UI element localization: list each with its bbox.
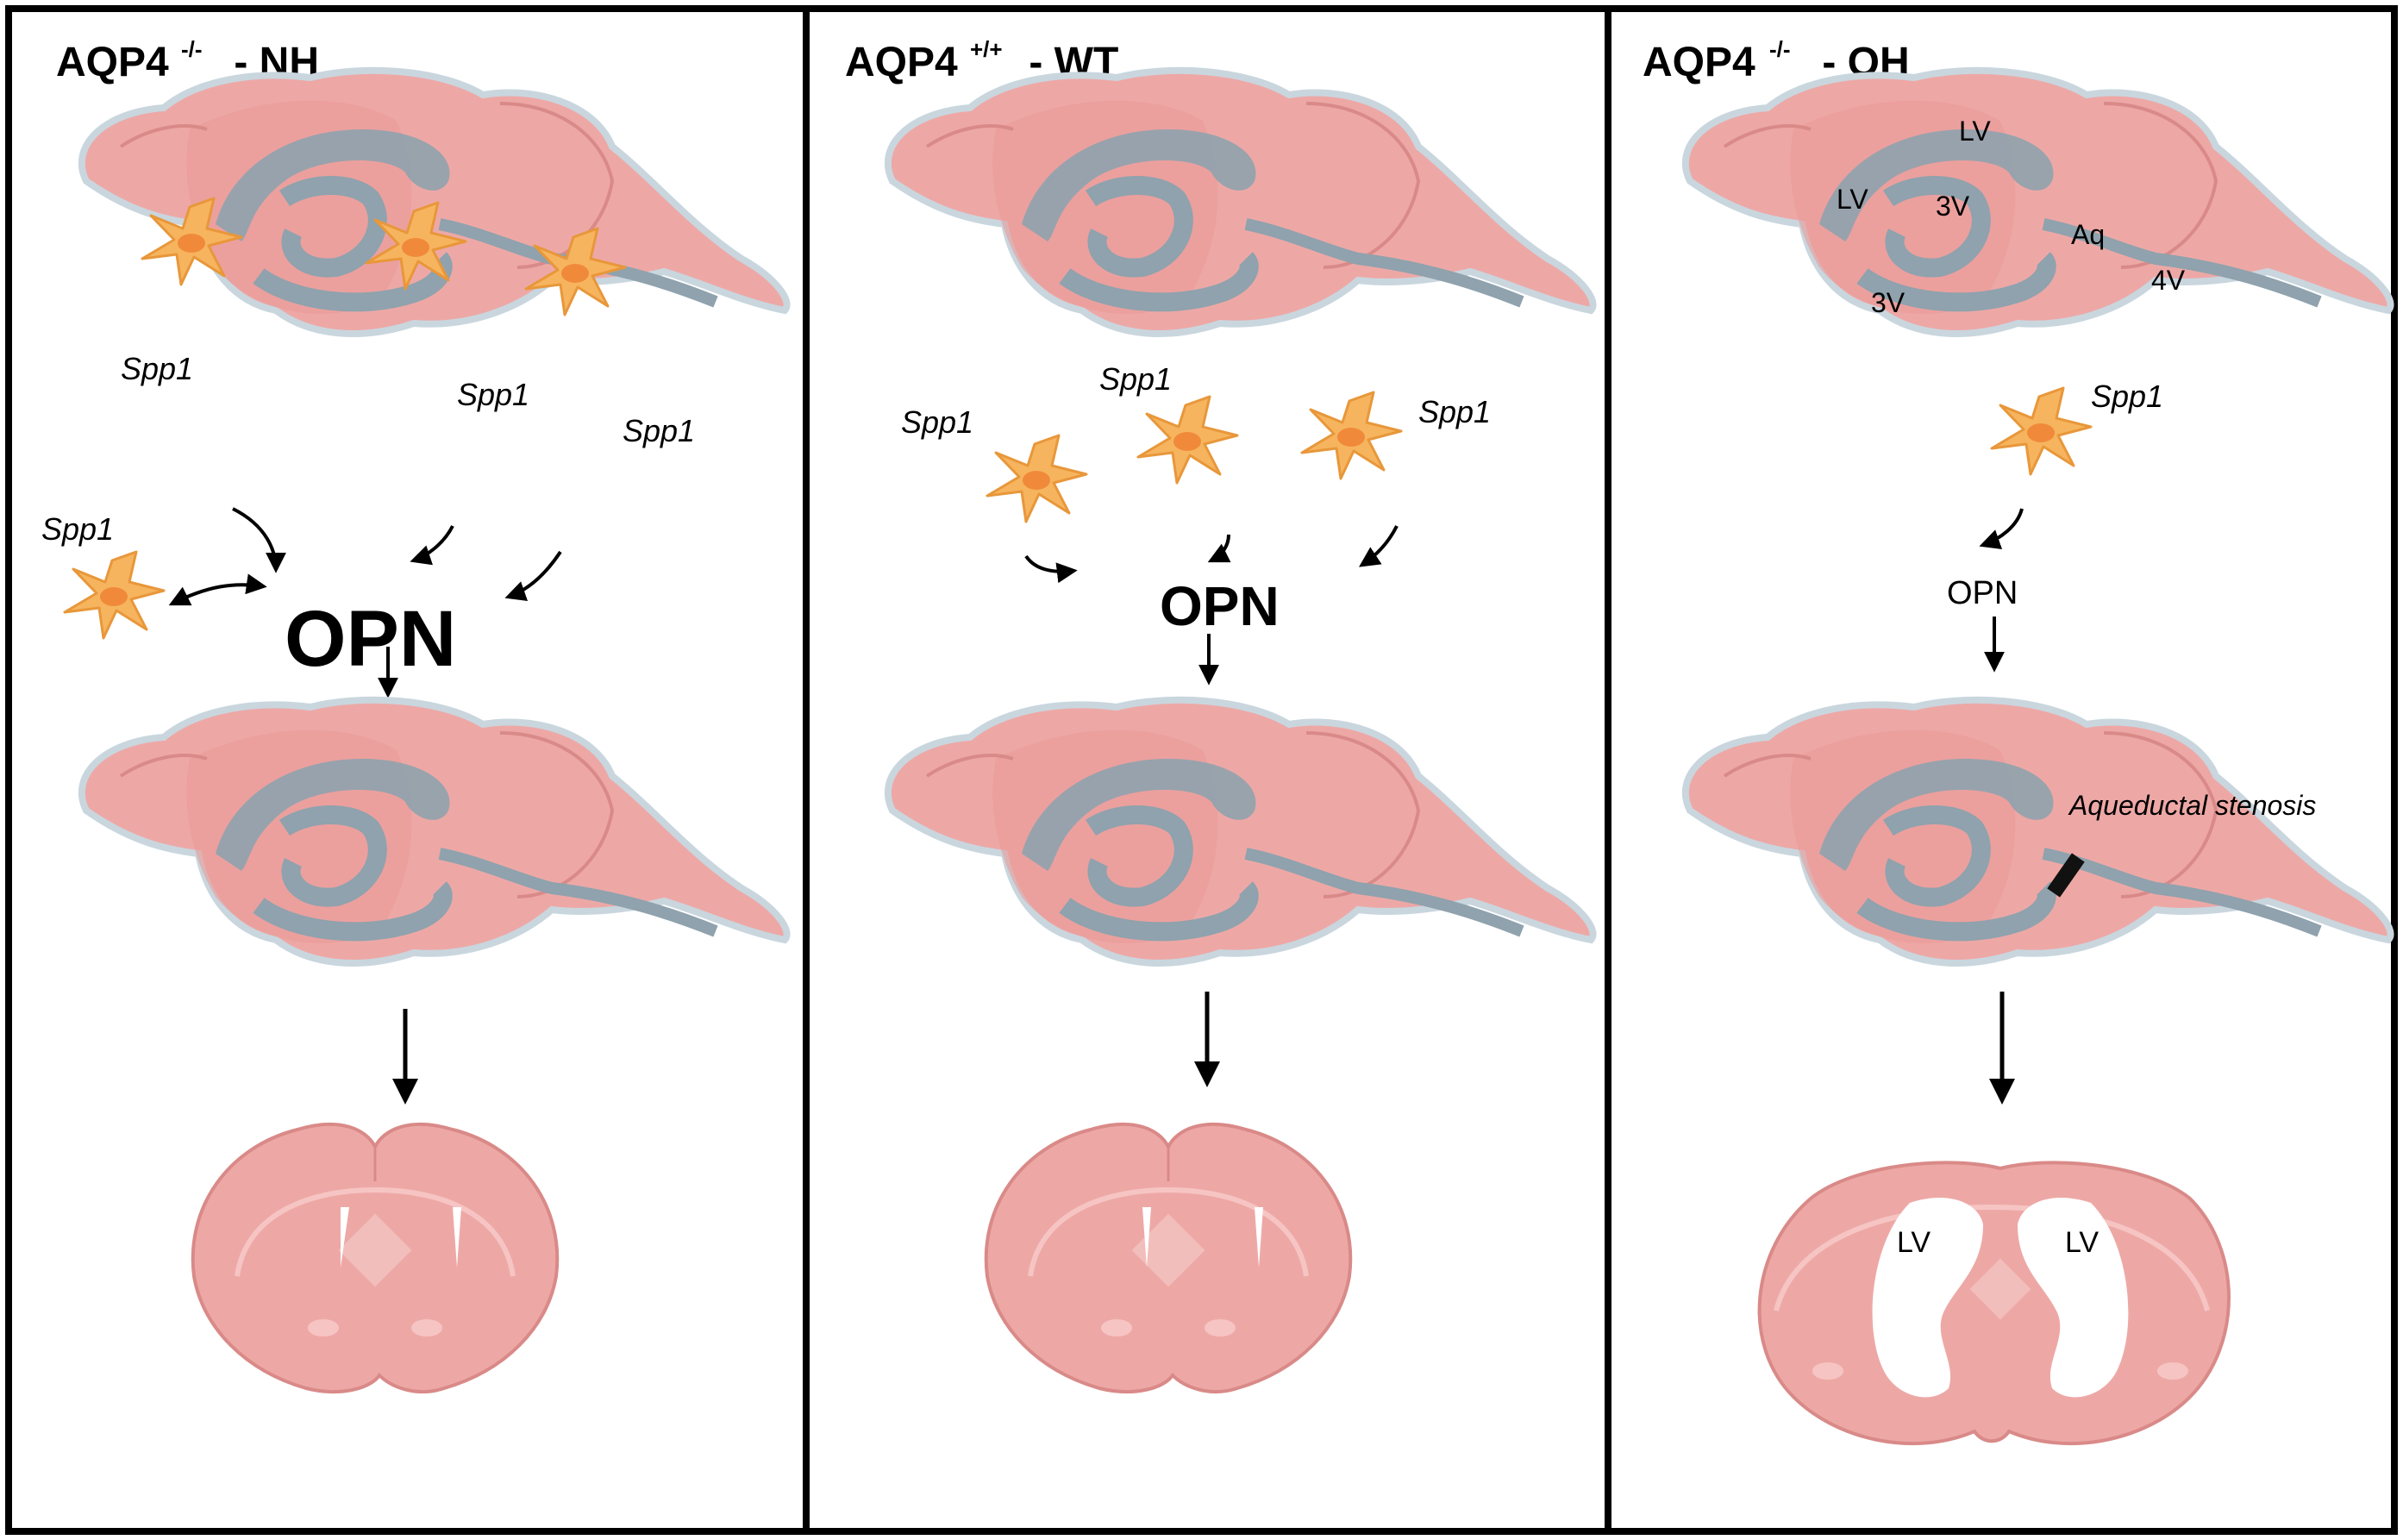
ventricle-label-lv: LV — [1959, 116, 1991, 147]
astrocyte-cell — [1136, 395, 1239, 485]
gene-label: Spp1 — [457, 377, 529, 412]
arrow — [232, 507, 286, 573]
panel-title-main: AQP4 — [56, 40, 169, 85]
stenosis-label: Aqueductal stenosis — [2068, 790, 2316, 821]
protein-label: OPN — [285, 595, 456, 683]
arrow — [1207, 534, 1231, 563]
protein-label: OPN — [1160, 575, 1280, 637]
arrow — [1359, 525, 1399, 567]
coronal-label-lv: LV — [2065, 1226, 2099, 1259]
astrocyte-cell — [63, 550, 166, 640]
sagittal-brain-top — [888, 71, 1593, 334]
arrow — [1024, 554, 1078, 584]
panel-title-sup: +/+ — [970, 36, 1003, 62]
coronal-brain — [986, 1124, 1351, 1392]
ventricle-label-aq: Aq — [2071, 219, 2105, 250]
coronal-brain-enlarged — [1757, 1161, 2231, 1446]
astrocyte-cell — [1300, 391, 1403, 480]
stenosis-marker — [2047, 853, 2085, 898]
arrow — [504, 550, 562, 601]
coronal-brain — [193, 1124, 558, 1392]
sagittal-brain-bottom — [82, 700, 787, 963]
gene-label: Spp1 — [41, 511, 114, 547]
arrow — [168, 573, 267, 606]
sagittal-brain-top — [1686, 71, 2391, 334]
ventricle-label-lv: LV — [1837, 184, 1868, 215]
coronal-label-lv: LV — [1897, 1226, 1931, 1259]
gene-label: Spp1 — [2091, 379, 2163, 414]
panel-nh: AQP4 -/- - NH Spp1 Spp1 Spp1 Spp1 OPN — [41, 36, 787, 1392]
panel-title-main: AQP4 — [845, 40, 958, 85]
protein-label: OPN — [1947, 575, 2018, 611]
sagittal-brain-bottom — [888, 700, 1593, 963]
sagittal-brain-bottom — [1686, 700, 2391, 963]
panel-wt: AQP4 +/+ - WT Spp1 Spp1 Spp1 OPN — [845, 36, 1593, 1392]
ventricle-label-3v: 3V — [1871, 287, 1906, 318]
astrocyte-cell — [986, 434, 1088, 523]
panel-title-sup: -/- — [1769, 36, 1791, 62]
panel-title-sup: -/- — [181, 36, 203, 62]
gene-label: Spp1 — [1418, 394, 1491, 429]
gene-label: Spp1 — [901, 404, 973, 440]
arrow — [410, 525, 454, 566]
panel-title-main: AQP4 — [1643, 40, 1755, 85]
sagittal-brain-top — [82, 71, 787, 334]
ventricle-label-4v: 4V — [2151, 265, 2186, 296]
gene-label: Spp1 — [121, 351, 193, 386]
figure-frame — [5, 5, 2398, 1535]
arrow — [1979, 508, 2024, 549]
astrocyte-cell — [1990, 386, 2093, 476]
ventricle-label-3v: 3V — [1936, 191, 1970, 222]
panel-oh: AQP4 -/- - OH LV LV 3V 3V Aq 4V Spp1 OPN… — [1643, 36, 2391, 1446]
gene-label: Spp1 — [623, 413, 695, 448]
gene-label: Spp1 — [1099, 361, 1172, 397]
